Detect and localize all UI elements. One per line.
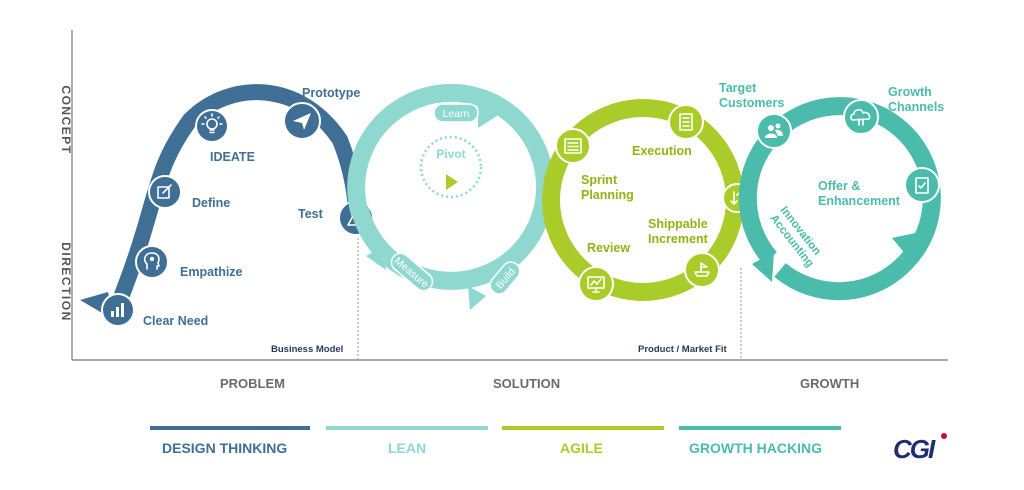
learn-label: Learn (443, 108, 470, 120)
lean-arrow-left (366, 246, 386, 270)
growth-cycle-arc (738, 97, 941, 269)
lean-arrow-bottom (468, 286, 486, 310)
business-model-marker: Business Model (271, 344, 343, 355)
empathize-label: Empathize (180, 265, 243, 279)
cgi-logo-dot (941, 433, 947, 439)
head-icon (143, 252, 160, 270)
target-customers-label-1: Target (719, 81, 757, 95)
legend-label-growth-hacking: GROWTH HACKING (689, 440, 822, 456)
growth-arrow-left (752, 252, 774, 282)
shippable-increment-label-2: Increment (648, 232, 709, 246)
edit-icon (157, 184, 172, 199)
legend-label-design-thinking: DESIGN THINKING (162, 440, 287, 456)
lightbulb-icon (201, 113, 223, 134)
cgi-logo: CGI (893, 433, 947, 464)
paper-plane-icon (293, 113, 311, 130)
phase-solution: SOLUTION (493, 376, 560, 391)
clipboard-check-icon (915, 177, 929, 194)
agile-loop: Sprint Planning Execution Shippable Incr… (542, 99, 752, 302)
execution-label: Execution (632, 144, 692, 158)
learn-pill (433, 103, 479, 123)
cloud-icon (850, 108, 871, 126)
legend: DESIGN THINKING LEAN AGILE GROWTH HACKIN… (150, 426, 841, 456)
test-label: Test (298, 207, 324, 221)
offer-enhancement-label-1: Offer & (818, 179, 860, 193)
legend-bar-agile (502, 426, 664, 430)
lean-loop: Learn Measure Build Pivot (347, 83, 555, 310)
users-icon (765, 123, 783, 138)
product-market-fit-marker: Product / Market Fit (638, 344, 728, 355)
sprint-planning-label-1: Sprint (581, 173, 618, 187)
prototype-label: Prototype (302, 86, 360, 100)
review-label: Review (587, 241, 630, 255)
pivot-dotted-circle (419, 135, 483, 199)
lean-arrow-top (478, 100, 500, 128)
pivot-label: Pivot (436, 147, 465, 161)
design-thinking-curve (110, 84, 364, 308)
y-axis-label-concept: CONCEPT (59, 85, 73, 154)
growth-hacking-loop: Target Customers Growth Channels Offer &… (719, 81, 944, 301)
y-axis-label-direction: DIRECTION (59, 242, 73, 322)
target-customers-node (756, 113, 792, 149)
empathize-node (135, 245, 169, 279)
innovation-accounting-label: Innovation Accounting (767, 204, 822, 269)
ideate-node (195, 109, 229, 143)
ship-icon (694, 262, 710, 277)
growth-channels-label-2: Channels (888, 100, 944, 114)
legend-bar-growth-hacking (679, 426, 841, 430)
define-label: Define (192, 196, 230, 210)
growth-cycle-arc-bottom (774, 255, 913, 301)
axes: CONCEPT DIRECTION (59, 30, 948, 361)
sprint-planning-label-2: Planning (581, 188, 634, 202)
growth-channels-label-1: Growth (888, 85, 932, 99)
offer-enhancement-node (904, 167, 940, 203)
phase-growth: GROWTH (800, 376, 859, 391)
growth-channels-node (843, 99, 879, 135)
legend-bar-design-thinking (150, 426, 310, 430)
ideate-label: IDEATE (210, 150, 255, 164)
legend-bar-lean (326, 426, 488, 430)
offer-enhancement-label-2: Enhancement (818, 194, 901, 208)
legend-label-lean: LEAN (388, 440, 426, 456)
lean-cycle-arc-left (347, 100, 406, 217)
growth-arrow-right (892, 232, 920, 262)
design-thinking-loop: Clear Need Empathize Define IDEATE Proto… (80, 84, 374, 328)
list-icon (564, 138, 582, 154)
cgi-logo-text: CGI (893, 434, 936, 464)
pivot-play-icon (446, 174, 458, 190)
shippable-increment-node (684, 252, 720, 288)
bar-chart-icon (111, 303, 124, 317)
shippable-increment-label-1: Shippable (648, 217, 708, 231)
phase-problem: PROBLEM (220, 376, 285, 391)
legend-label-agile: AGILE (560, 440, 603, 456)
presentation-icon (587, 276, 605, 293)
clear-need-label: Clear Need (143, 314, 208, 328)
notebook-icon (679, 113, 693, 131)
target-customers-label-2: Customers (719, 96, 784, 110)
